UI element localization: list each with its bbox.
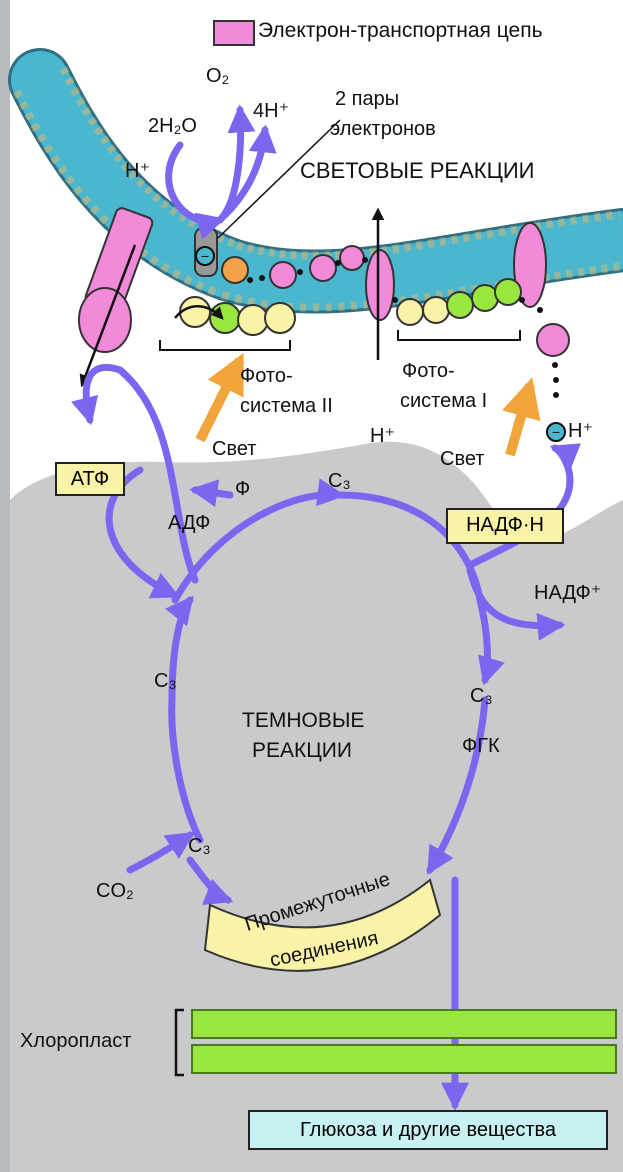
nadph-box: НАДФ·Н bbox=[446, 508, 564, 544]
fgk-label: ФГК bbox=[462, 735, 500, 757]
c3-right-label: C₃ bbox=[470, 685, 493, 707]
h-plus-mid-label: H⁺ bbox=[370, 425, 395, 447]
light-arrow-right bbox=[510, 385, 530, 455]
h-plus-right-label: H⁺ bbox=[568, 420, 593, 442]
four-h-label: 4H⁺ bbox=[253, 100, 289, 122]
light-label-left: Свет bbox=[212, 438, 256, 460]
c3-left-label: C₃ bbox=[154, 670, 177, 692]
ps2-bracket bbox=[160, 340, 290, 350]
light-arrow-left bbox=[200, 360, 240, 440]
adp-label: АДФ bbox=[168, 512, 210, 534]
svg-text:−: − bbox=[552, 424, 560, 440]
ps2-label-2: система II bbox=[240, 395, 333, 417]
electron-pairs-label-1: 2 пары bbox=[335, 88, 399, 110]
ps2-label-1: Фото- bbox=[240, 365, 293, 387]
light-label-right: Свет bbox=[440, 448, 484, 470]
dark-reactions-title-2: РЕАКЦИИ bbox=[252, 740, 352, 762]
left-edge-strip bbox=[0, 0, 10, 1172]
chloroplast-membrane-inner bbox=[192, 1045, 616, 1073]
phosphate-label: Ф bbox=[235, 478, 250, 500]
etc-legend-label: Электрон-транспортная цепь bbox=[258, 20, 543, 42]
c3-lower-label: C₃ bbox=[188, 835, 211, 857]
light-reactions-title: СВЕТОВЫЕ РЕАКЦИИ bbox=[300, 160, 534, 182]
svg-text:−: − bbox=[201, 248, 209, 264]
atp-box: АТФ bbox=[55, 462, 125, 496]
atp-synthase bbox=[79, 207, 154, 352]
oxygen-label: O₂ bbox=[206, 65, 229, 87]
ps1-label-2: система I bbox=[400, 390, 487, 412]
h-plus-left-label: H⁺ bbox=[125, 160, 150, 182]
glucose-box: Глюкоза и другие вещества bbox=[248, 1110, 608, 1150]
ps1-label-1: Фото- bbox=[402, 360, 455, 382]
chloroplast-membrane-outer bbox=[192, 1010, 616, 1038]
water-label: 2H₂O bbox=[148, 115, 197, 137]
ps1-bracket bbox=[398, 330, 520, 340]
c3-top-label: C₃ bbox=[328, 470, 351, 492]
nadp-label: НАДФ⁺ bbox=[534, 582, 601, 604]
dark-reactions-title-1: ТЕМНОВЫЕ bbox=[242, 710, 364, 732]
electron-pairs-label-2: электронов bbox=[330, 118, 436, 140]
chloroplast-label: Хлоропласт bbox=[20, 1030, 131, 1052]
etc-legend-swatch bbox=[213, 20, 255, 46]
co2-label: CO₂ bbox=[96, 880, 134, 902]
